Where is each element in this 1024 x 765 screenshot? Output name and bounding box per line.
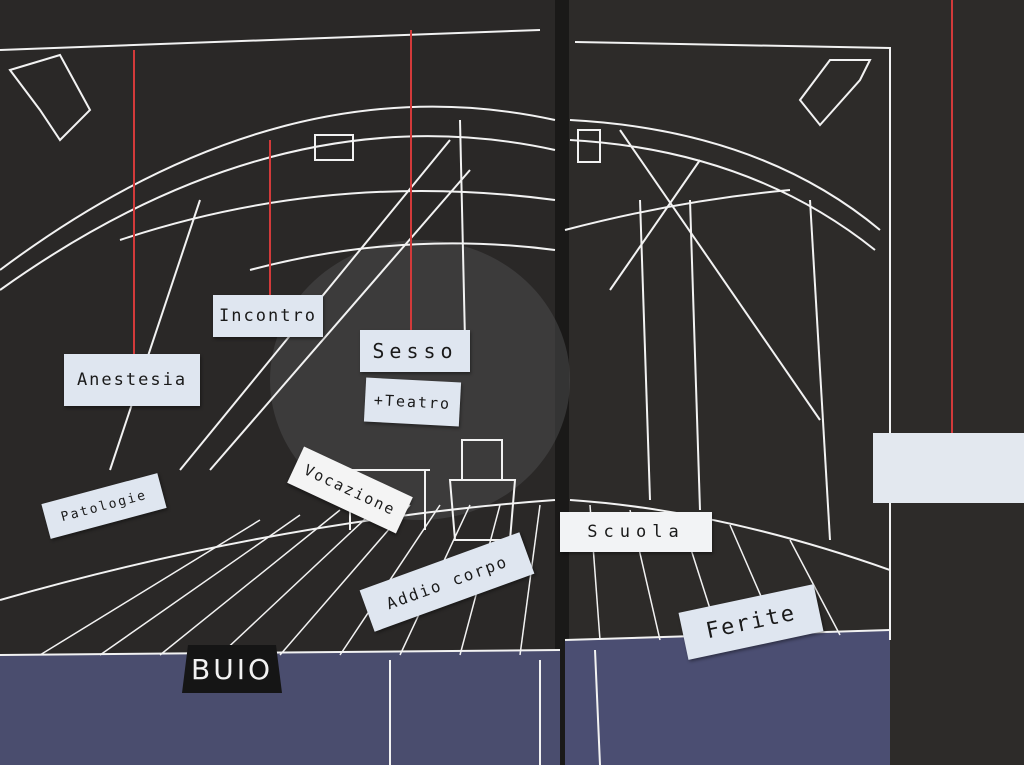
blank-card (873, 433, 1024, 503)
stage-front (0, 650, 560, 765)
label-incontro: Incontro (213, 295, 323, 337)
label-buio: BUIO (182, 645, 282, 693)
label-teatro: +Teatro (363, 377, 462, 427)
label-anestesia: Anestesia (64, 354, 200, 406)
hanging-string (133, 50, 135, 355)
label-sesso: Sesso (360, 330, 470, 372)
label-scuola: Scuola (560, 512, 712, 552)
hanging-string (269, 140, 271, 295)
hanging-string (410, 30, 412, 330)
hanging-string (951, 0, 953, 455)
